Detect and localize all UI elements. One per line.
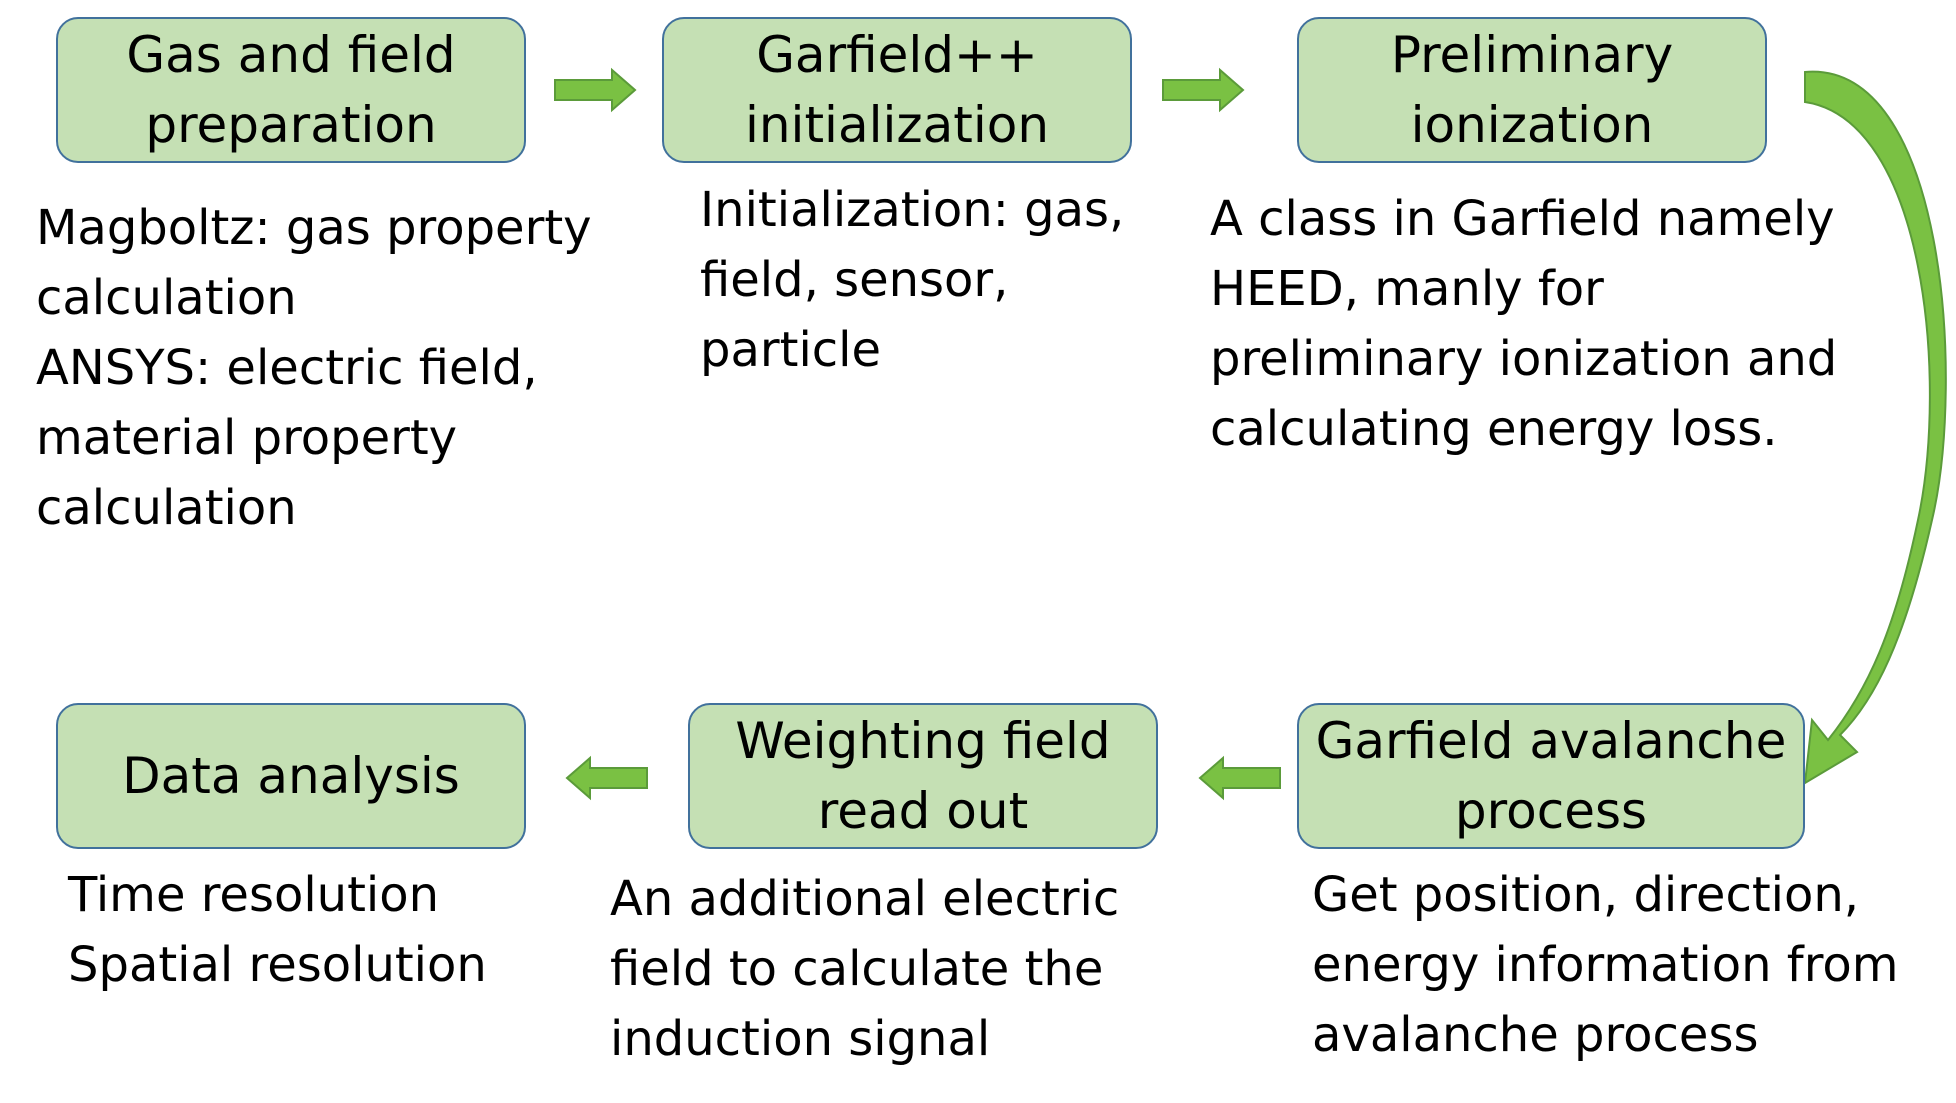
description-line: Initialization: gas,	[700, 182, 1125, 238]
description-line: material property	[36, 410, 458, 466]
step-title: Weighting field read out	[735, 712, 1111, 840]
description-line: calculating energy loss.	[1210, 401, 1778, 457]
description-line: particle	[700, 322, 882, 378]
description-line: Spatial resolution	[68, 937, 487, 993]
description-line: An additional electric	[610, 871, 1120, 927]
description-line: induction signal	[610, 1011, 991, 1067]
arrow-curved-down	[1803, 70, 1947, 785]
step-box-data-analysis: Data analysis	[56, 703, 526, 849]
step-description-garfield-avalanche-process: Get position, direction, energy informat…	[1312, 860, 1899, 1070]
description-line: Magboltz: gas property	[36, 200, 592, 256]
description-line: HEED, manly for	[1210, 261, 1604, 317]
step-description-preliminary-ionization: A class in Garfield namely HEED, manly f…	[1210, 184, 1837, 464]
description-line: avalanche process	[1312, 1007, 1759, 1063]
step-title: Garfield++ initialization	[744, 26, 1050, 154]
description-line: A class in Garfield namely	[1210, 191, 1835, 247]
step-title: Data analysis	[122, 747, 460, 805]
step-description-garfield-initialization: Initialization: gas, field, sensor, part…	[700, 175, 1124, 385]
step-box-weighting-field-read-out: Weighting field read out	[688, 703, 1158, 849]
arrow-right-1	[554, 67, 637, 113]
description-line: calculation	[36, 480, 297, 536]
step-box-garfield-initialization: Garfield++ initialization	[662, 17, 1132, 163]
description-line: Get position, direction,	[1312, 867, 1860, 923]
description-line: preliminary ionization and	[1210, 331, 1838, 387]
step-box-preliminary-ionization: Preliminary ionization	[1297, 17, 1767, 163]
step-description-data-analysis: Time resolution Spatial resolution	[68, 860, 487, 1000]
description-line: calculation	[36, 270, 297, 326]
description-line: energy information from	[1312, 937, 1899, 993]
arrow-right-2	[1162, 67, 1245, 113]
description-line: Time resolution	[68, 867, 440, 923]
step-box-garfield-avalanche-process: Garfield avalanche process	[1297, 703, 1805, 849]
arrow-left-1	[1198, 755, 1281, 801]
step-title: Preliminary ionization	[1390, 26, 1674, 154]
arrow-left-2	[565, 755, 648, 801]
step-description-weighting-field-read-out: An additional electric field to calculat…	[610, 864, 1119, 1074]
step-title: Gas and field preparation	[126, 26, 456, 154]
description-line: field, sensor,	[700, 252, 1009, 308]
step-box-gas-field-preparation: Gas and field preparation	[56, 17, 526, 163]
description-line: ANSYS: electric field,	[36, 340, 538, 396]
step-title: Garfield avalanche process	[1315, 712, 1787, 840]
step-description-gas-field-preparation: Magboltz: gas property calculation ANSYS…	[36, 193, 592, 543]
description-line: field to calculate the	[610, 941, 1104, 997]
